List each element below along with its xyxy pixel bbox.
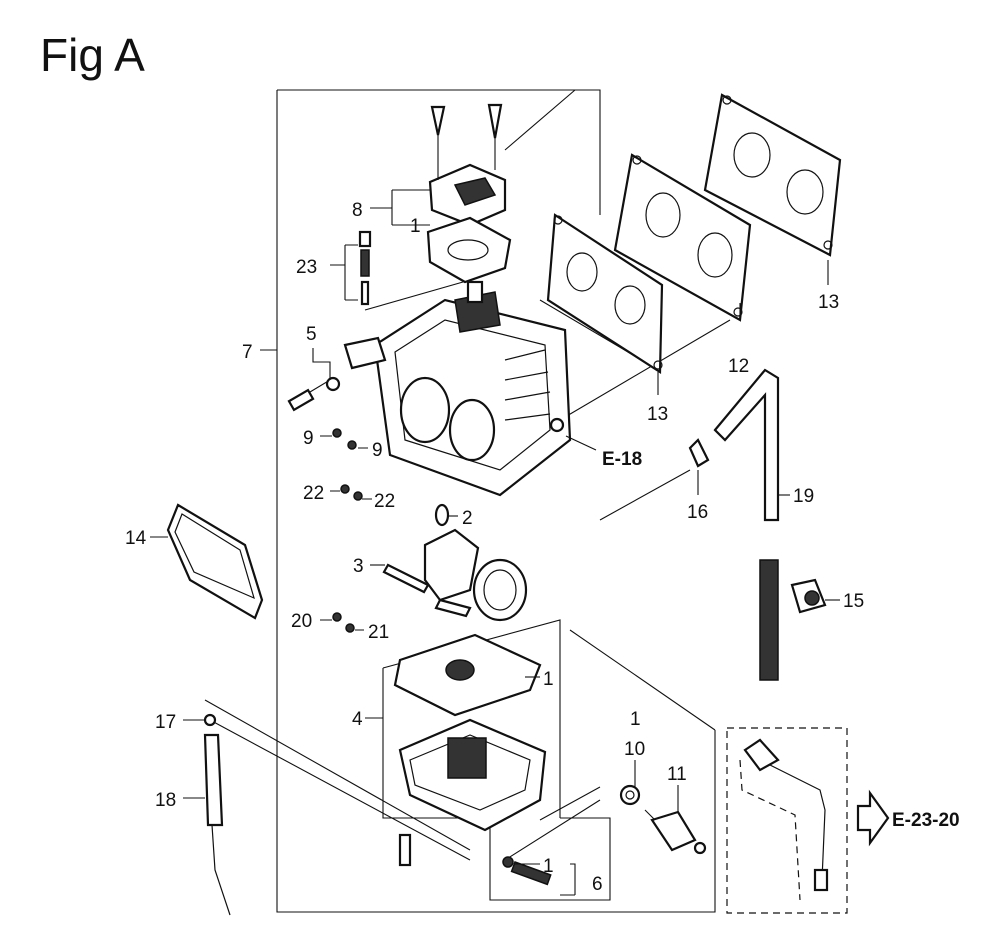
callout-9-right: 9: [372, 440, 383, 461]
assembly-boundary-line: [276, 89, 716, 913]
callout-6: 6: [592, 874, 603, 895]
callout-23: 23: [296, 257, 317, 278]
float-chamber: [393, 633, 547, 867]
fuel-cut-solenoid-11: [619, 784, 707, 855]
reference-e-23-20: E-23-20: [892, 810, 960, 831]
callout-10: 10: [624, 739, 645, 760]
drain-tube-18: [203, 713, 231, 916]
figure-title: Fig A: [40, 29, 145, 81]
callout-1-top: 1: [410, 216, 421, 237]
callout-13-right: 13: [818, 292, 839, 313]
callout-22-right: 22: [374, 491, 395, 512]
callout-8: 8: [352, 200, 363, 221]
callout-5: 5: [306, 324, 317, 345]
breather-box-dashed: [726, 727, 848, 914]
callout-1-gasket: 1: [543, 669, 554, 690]
o-ring-2: [434, 503, 450, 527]
insulator-gasket-rear: [703, 93, 842, 257]
callout-7: 7: [242, 342, 253, 363]
callout-22-left: 22: [303, 483, 324, 504]
callout-13-center: 13: [647, 404, 668, 425]
breather-tube: [739, 738, 829, 901]
callout-12: 12: [728, 356, 749, 377]
direction-arrow: [856, 789, 890, 847]
callout-18: 18: [155, 790, 176, 811]
callout-2: 2: [462, 508, 473, 529]
callout-3: 3: [353, 556, 364, 577]
callout-16: 16: [687, 502, 708, 523]
float-3: [382, 528, 528, 622]
reference-e-18: E-18: [602, 449, 642, 470]
pilot-jet-23: [358, 230, 372, 306]
callout-14: 14: [125, 528, 147, 549]
callout-21: 21: [368, 622, 389, 643]
throttle-stop-screw-5: [287, 376, 341, 412]
callout-20: 20: [291, 611, 312, 632]
vent-tube-19: [688, 368, 780, 681]
callout-15: 15: [843, 591, 864, 612]
callout-leaders: [150, 189, 840, 896]
gasket-14: [166, 503, 264, 620]
callout-11: 11: [667, 764, 687, 785]
callout-1-drain: 1: [543, 856, 554, 877]
gasket-front-13: [546, 213, 664, 374]
carburetor-body: [343, 280, 572, 497]
small-jets: [332, 428, 363, 633]
callout-9-left: 9: [303, 428, 314, 449]
leader-lines: [204, 89, 731, 861]
top-cover-assembly: [426, 103, 512, 284]
clip-15: [790, 578, 827, 614]
callout-1-solenoid: 1: [630, 709, 641, 730]
drain-screw-6: [502, 856, 552, 886]
callout-19: 19: [793, 486, 814, 507]
callout-17: 17: [155, 712, 176, 733]
callout-4: 4: [352, 709, 363, 730]
